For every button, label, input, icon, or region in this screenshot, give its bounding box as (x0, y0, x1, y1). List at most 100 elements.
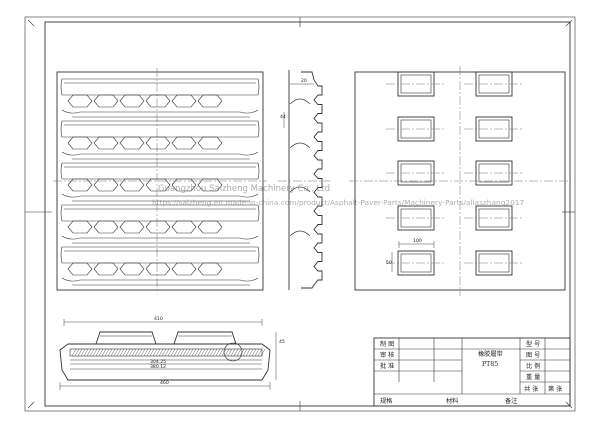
hatch-line (110, 348, 116, 357)
hatch-line (245, 348, 251, 357)
hatch-line (218, 348, 224, 357)
hatch-line (260, 348, 266, 357)
shoe-row (60, 246, 260, 264)
hex-lug (171, 136, 197, 150)
hatch-line (194, 348, 200, 357)
part-name: 橡胶履带 (478, 350, 503, 358)
shoe-link (61, 109, 259, 114)
hex-lug (119, 262, 145, 276)
hatch-line (140, 348, 146, 357)
section-dim-bottom: 460 (160, 380, 169, 386)
shoe-link (61, 277, 259, 282)
hex-lug (145, 262, 171, 276)
hex-lug (145, 136, 171, 150)
hex-lug (119, 178, 145, 192)
hatch-line (188, 348, 194, 357)
hatch-line (113, 348, 119, 357)
plan-dim-width: 100 (413, 238, 422, 244)
hatch-line (158, 348, 164, 357)
shoe-link (61, 235, 259, 240)
hex-lug (93, 136, 119, 150)
hatch-line (176, 348, 182, 357)
shoe-row (60, 78, 260, 96)
hatch-line (203, 348, 209, 357)
hatch-line (197, 348, 203, 357)
hatch-line (74, 348, 80, 357)
hatch-line (191, 348, 197, 357)
label-sheets: 共 张 (524, 385, 539, 393)
hatch-line (227, 348, 233, 357)
hatch-line (119, 348, 125, 357)
title-block: 制 图 审 核 批 准 橡胶履带 PT85 型 号 图 号 比 例 重 量 共 … (373, 337, 571, 407)
hatch-line (230, 348, 236, 357)
hatch-line (254, 348, 260, 357)
hex-lug (171, 220, 197, 234)
hex-lug (119, 220, 145, 234)
hatch-line (122, 348, 128, 357)
hatch-line (116, 348, 122, 357)
section-dim-inner-1: 304.25 (150, 359, 166, 365)
part-code: PT85 (482, 361, 498, 368)
hex-lug (67, 262, 93, 276)
hatch-line (224, 348, 230, 357)
hatch-line (248, 348, 254, 357)
hatch-line (155, 348, 161, 357)
side-bulge (289, 186, 311, 193)
side-bulge (289, 230, 311, 237)
hex-lug (93, 178, 119, 192)
shoe-row (60, 204, 260, 222)
side-bulge (289, 98, 311, 105)
hatch-line (146, 348, 152, 357)
hatch-line (92, 348, 98, 357)
hatch-line (80, 348, 86, 357)
label-drawing-no: 图 号 (526, 352, 540, 359)
hatch-line (134, 348, 140, 357)
hatch-line (128, 348, 134, 357)
label-scale: 比 例 (526, 362, 540, 370)
shoe-row (60, 162, 260, 180)
hatch-line (137, 348, 143, 357)
side-bulge (289, 142, 311, 149)
hatch-line (233, 348, 239, 357)
hex-lug (197, 94, 223, 108)
hex-lug (197, 220, 223, 234)
hex-lug (67, 178, 93, 192)
shoe-link (61, 151, 259, 156)
hatch-line (143, 348, 149, 357)
hex-lug (67, 136, 93, 150)
hatch-line (107, 348, 113, 357)
hatch-line (200, 348, 206, 357)
hatch-line (149, 348, 155, 357)
hatch-line (173, 348, 179, 357)
hatch-line (257, 348, 263, 357)
hex-lug (171, 94, 197, 108)
label-drawn: 制 图 (380, 340, 394, 348)
hex-lug (197, 178, 223, 192)
label-checked: 审 核 (380, 351, 394, 359)
hatch-line (161, 348, 167, 357)
hatch-line (164, 348, 170, 357)
hex-lug (197, 136, 223, 150)
section-dim-height: 45 (279, 339, 285, 345)
track-pad-view (53, 68, 267, 294)
hex-lug (145, 178, 171, 192)
label-spec: 规格 (380, 397, 393, 405)
label-model: 型 号 (526, 340, 540, 348)
hex-lug (93, 94, 119, 108)
section-dim-inner-2: 380.12 (150, 364, 166, 370)
section-dim-top: 410 (154, 316, 163, 322)
hatch-line (89, 348, 95, 357)
hatch-line (131, 348, 137, 357)
cross-section-view: 410 304.25 380.12 460 45 (59, 316, 285, 390)
hatch-line (125, 348, 131, 357)
hatch-line (101, 348, 107, 357)
hatch-line (167, 348, 173, 357)
hex-lug (119, 136, 145, 150)
hatch-line (242, 348, 248, 357)
shoe-link (61, 193, 259, 198)
side-dim-depth: 44 (280, 114, 286, 120)
label-sheet-no: 第 张 (548, 385, 563, 393)
plan-view: 100 50 (349, 66, 571, 296)
hatch-line (212, 348, 218, 357)
hatch-line (209, 348, 215, 357)
